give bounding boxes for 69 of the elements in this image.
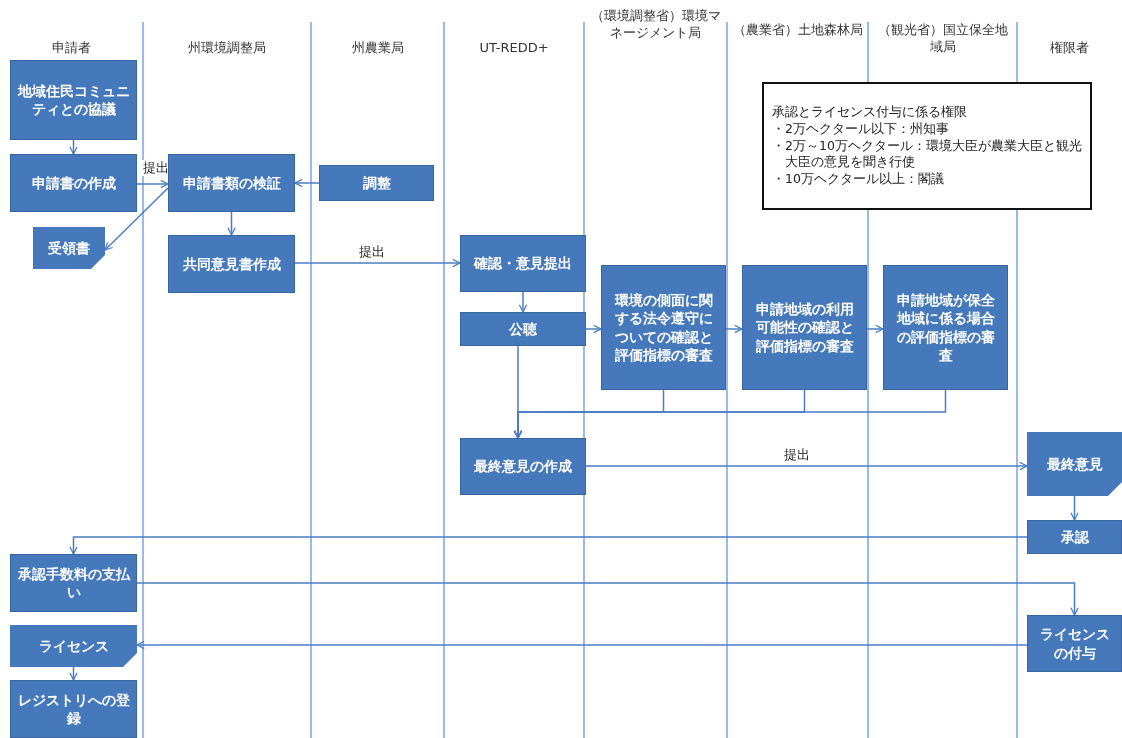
note-item: ・2万～10万ヘクタール：環境大臣が農業大臣と観光大臣の意見を聞き行使	[772, 137, 1082, 172]
arrow	[294, 258, 461, 268]
arrow	[585, 461, 1028, 471]
node-text: ライセンス	[38, 636, 109, 656]
arrow	[69, 139, 78, 155]
process-box	[319, 165, 434, 201]
lane-header: 州環境調整局	[187, 40, 267, 57]
process-box	[460, 235, 586, 292]
document-shape	[33, 227, 105, 269]
arrow	[518, 291, 528, 313]
node-text: 公聴	[509, 319, 537, 339]
lane-header: （農業省）土地森林局	[731, 22, 864, 39]
arrow	[585, 324, 602, 334]
node-text: 申請書の作成	[31, 173, 116, 193]
arrow	[1070, 495, 1079, 521]
node-text: 申請書類の検証	[182, 173, 281, 193]
node-text: 最終意見の作成	[474, 457, 572, 476]
node-text: 申請地域が保全地域に係る場合の評価指標の審査	[895, 291, 996, 364]
process-box	[601, 265, 726, 390]
process-box	[168, 154, 295, 212]
arrow	[69, 536, 1028, 555]
lane-header: 申請者	[51, 40, 92, 57]
process-box	[742, 265, 867, 390]
edge-label: 提出	[358, 244, 386, 260]
process-box	[1027, 615, 1122, 672]
arrow	[227, 211, 236, 236]
node-text: 調整	[362, 173, 391, 193]
lane-header: （観光省）国立保全地域局	[876, 22, 1009, 56]
note-box	[762, 82, 1092, 210]
node-text: 申請地域の利用可能性の確認と評価指標の審査	[754, 300, 855, 355]
arrow	[136, 179, 169, 189]
node-text: 承認手数料の支払い	[17, 564, 130, 602]
arrow	[513, 389, 947, 439]
process-box	[460, 438, 586, 495]
process-box	[168, 235, 295, 293]
process-box	[10, 154, 137, 212]
node-text: 受領書	[48, 238, 90, 258]
node-text: 地域住民コミュニティとの協議	[17, 81, 130, 119]
process-box	[10, 680, 137, 738]
process-box	[10, 60, 137, 140]
arrow	[866, 324, 884, 334]
arrow	[136, 640, 1028, 650]
lane-header: 権限者	[1049, 40, 1090, 57]
node-text: 共同意見書作成	[182, 254, 281, 274]
node-text: 承認	[1060, 527, 1089, 547]
arrow	[136, 582, 1079, 616]
arrow	[725, 324, 743, 334]
process-box	[460, 312, 586, 346]
lane-header: （環境調整省）環境マネージメント局	[589, 8, 722, 42]
note-item: ・2万ヘクタール以下：州知事	[772, 120, 949, 138]
document-shape	[1027, 432, 1122, 496]
edge-label: 提出	[783, 447, 811, 463]
process-box	[10, 554, 137, 612]
process-box	[1027, 520, 1122, 554]
process-box	[883, 265, 1008, 390]
node-text: レジストリへの登録	[17, 690, 130, 728]
node-text: 確認・意見提出	[474, 254, 572, 273]
note-title: 承認とライセンス付与に係る権限	[772, 103, 967, 121]
node-text: 最終意見	[1046, 454, 1103, 474]
node-text: 環境の側面に関する法令遵守についての確認と評価指標の審査	[613, 291, 714, 364]
node-text: ライセンスの付与	[1038, 625, 1111, 662]
arrow	[69, 666, 78, 681]
lane-header: UT-REDD+	[478, 40, 550, 57]
arrow	[104, 187, 169, 251]
lane-header: 州農業局	[350, 40, 405, 57]
arrow	[294, 178, 320, 188]
document-shape	[10, 625, 137, 667]
note-item: ・10万ヘクタール以上：閣議	[772, 171, 944, 189]
edge-label: 提出	[142, 160, 170, 176]
